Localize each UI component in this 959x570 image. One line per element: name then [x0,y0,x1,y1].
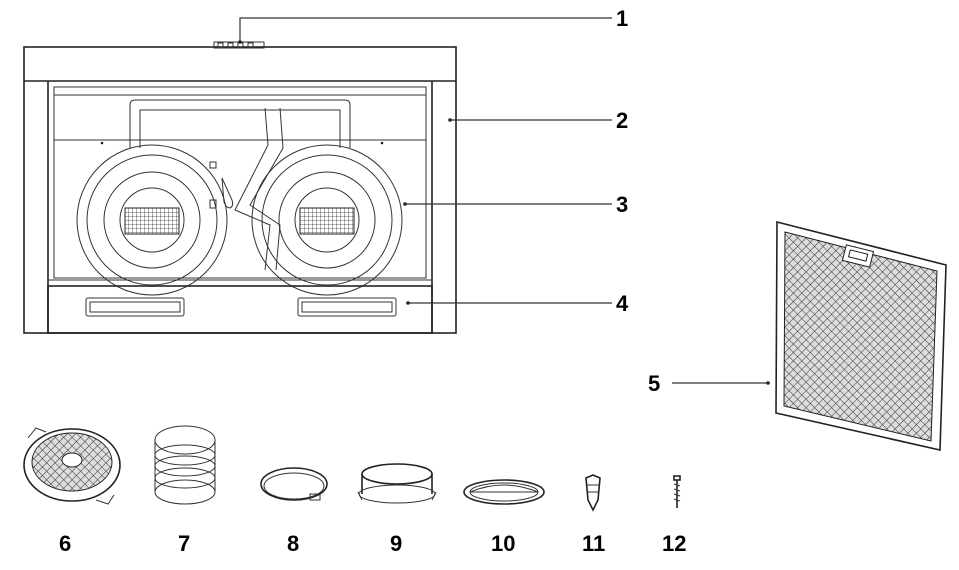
part-number-6: 6 [59,531,71,556]
screw [673,475,681,508]
callout-2: 2 [616,108,628,133]
leader-lines [238,17,770,385]
part-number-11: 11 [582,531,605,556]
callout-4: 4 [616,291,629,316]
part-number-7: 7 [178,531,190,556]
exhaust-duct [154,425,216,505]
carbon-filter [23,427,121,505]
duct-adapter [357,463,437,504]
hood-body [23,46,457,334]
part-number-9: 9 [390,531,402,556]
callout-1: 1 [616,6,628,31]
callout-3: 3 [616,192,628,217]
part-number-8: 8 [287,531,299,556]
light-panel [47,285,433,334]
hose-clamp [260,467,328,501]
backdraft-damper [463,479,545,505]
callout-5: 5 [648,371,660,396]
part-number-10: 10 [491,531,515,556]
wall-plug [585,474,601,512]
fan-motor-assembly [76,99,403,296]
part-number-12: 12 [662,531,686,556]
grease-filter [775,220,947,451]
